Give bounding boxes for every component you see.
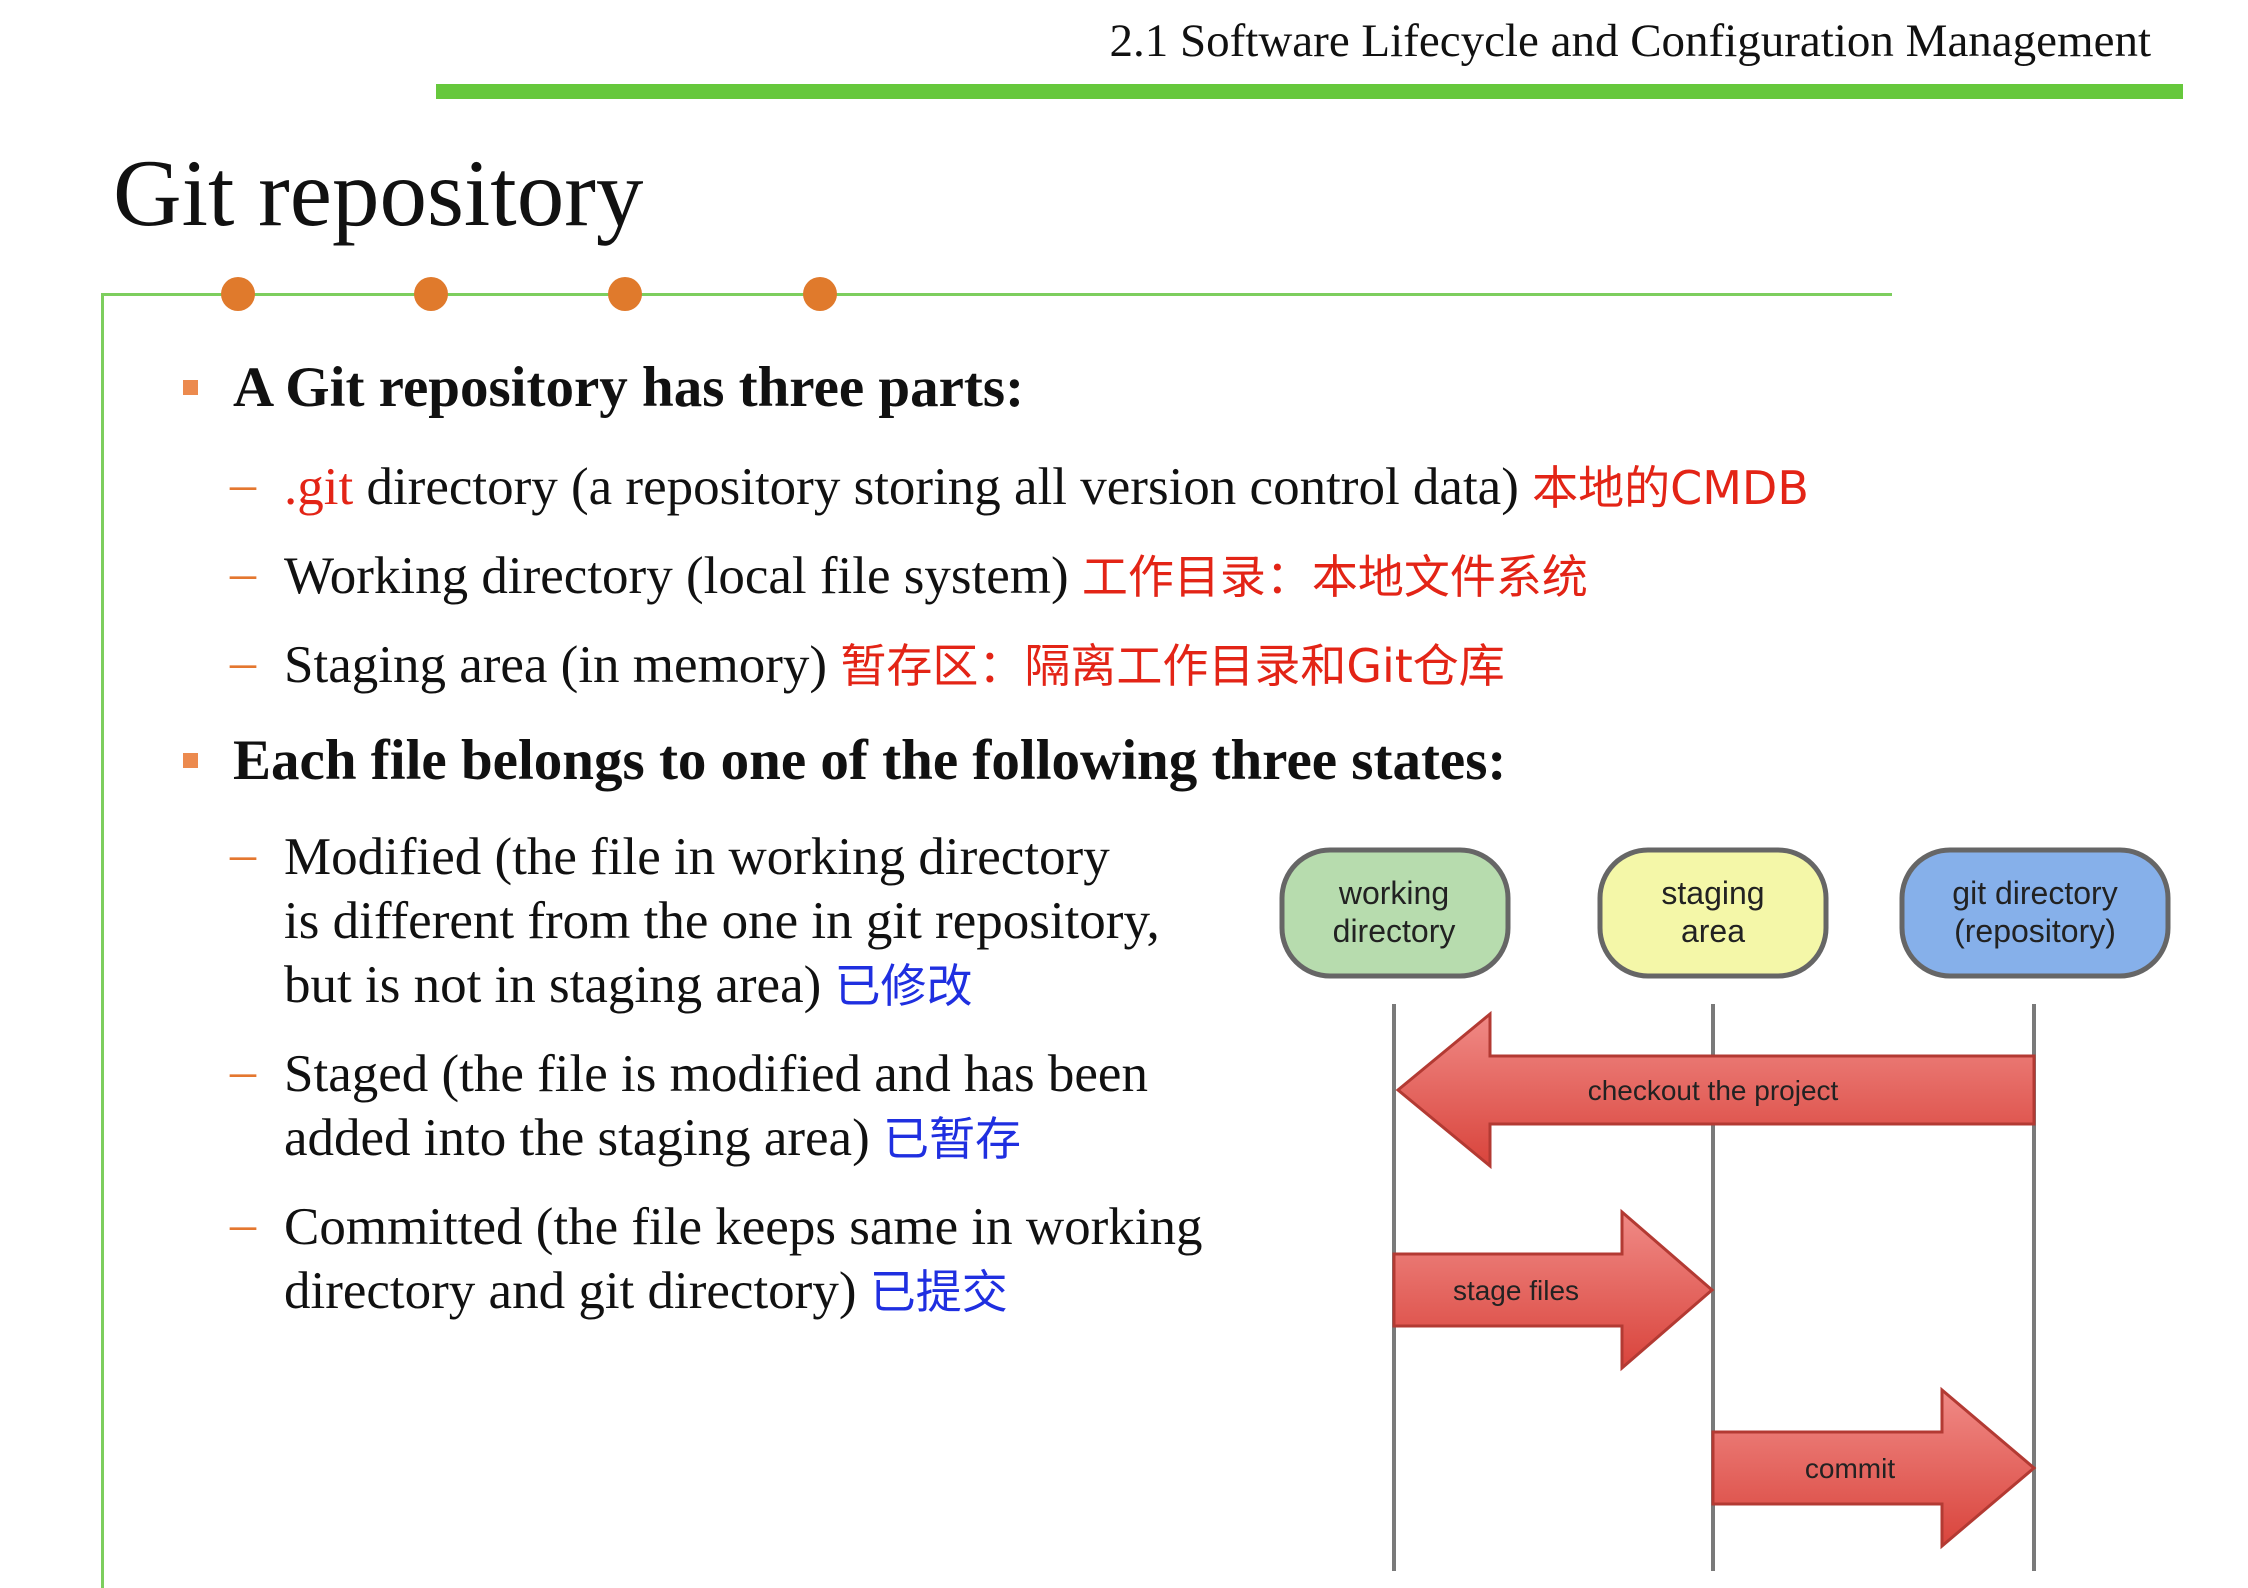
- list-item: Working directory (local file system) 工作…: [284, 544, 1588, 609]
- item-text: but is not in staging area): [284, 956, 835, 1014]
- decor-dot: [608, 277, 642, 311]
- arrow-checkout: checkout the project: [1395, 1010, 2036, 1170]
- item-text: Working directory (local file system): [284, 547, 1082, 605]
- git-states-diagram: working directory staging area git direc…: [1279, 847, 2171, 1571]
- slide-title: Git repository: [113, 140, 644, 246]
- item-text: directory and git directory): [284, 1262, 870, 1320]
- node-label: area: [1681, 913, 1745, 949]
- item-text: directory (a repository storing all vers…: [353, 458, 1533, 516]
- node-staging-area: staging area: [1597, 847, 1829, 979]
- left-border-line: [101, 293, 104, 1588]
- bullet-marker: [183, 753, 198, 768]
- chinese-note: 已暂存: [882, 1112, 1021, 1166]
- dash-marker: –: [230, 1043, 256, 1100]
- list-item: Committed (the file keeps same in workin…: [284, 1195, 1202, 1324]
- node-label: git directory: [1952, 875, 2117, 911]
- item-line: directory and git directory) 已提交: [284, 1259, 1202, 1324]
- chinese-note: 已提交: [869, 1265, 1008, 1319]
- arrow-label: stage files: [1453, 1275, 1579, 1306]
- header-accent-bar: [436, 84, 2183, 99]
- node-git-directory: git directory (repository): [1899, 847, 2171, 979]
- node-label: directory: [1333, 913, 1456, 949]
- bullet-marker: [183, 380, 198, 395]
- list-item: Staging area (in memory) 暂存区：隔离工作目录和Git仓…: [284, 633, 1505, 698]
- section-header: 2.1 Software Lifecycle and Configuration…: [1109, 15, 2151, 67]
- bullet-heading: Each file belongs to one of the followin…: [233, 729, 1507, 792]
- dash-marker: –: [230, 545, 256, 602]
- node-label: staging: [1661, 875, 1764, 911]
- node-working-directory: working directory: [1279, 847, 1511, 979]
- dash-marker: –: [230, 1196, 256, 1253]
- dash-marker: –: [230, 456, 256, 513]
- decor-dot: [803, 277, 837, 311]
- node-label: working: [1338, 875, 1449, 911]
- chinese-note: 已修改: [834, 959, 973, 1013]
- git-prefix: .git: [284, 458, 354, 516]
- chinese-note: 工作目录：本地文件系统: [1081, 550, 1588, 604]
- item-text: added into the staging area): [284, 1109, 883, 1167]
- item-line: Staged (the file is modified and has bee…: [284, 1045, 1148, 1103]
- node-label: (repository): [1954, 913, 2116, 949]
- decor-dot: [221, 277, 255, 311]
- item-line: but is not in staging area) 已修改: [284, 953, 1160, 1018]
- chinese-note: 暂存区：隔离工作目录和Git仓库: [840, 639, 1505, 693]
- dash-marker: –: [230, 634, 256, 691]
- decor-dot: [414, 277, 448, 311]
- list-item: Staged (the file is modified and has bee…: [284, 1042, 1148, 1171]
- list-item: Modified (the file in working directory …: [284, 825, 1160, 1018]
- list-item: .git directory (a repository storing all…: [284, 455, 1809, 520]
- arrow-commit: commit: [1711, 1386, 2037, 1550]
- bullet-heading: A Git repository has three parts:: [233, 356, 1025, 419]
- item-line: Committed (the file keeps same in workin…: [284, 1198, 1203, 1256]
- arrow-label: checkout the project: [1588, 1075, 1839, 1106]
- arrow-label: commit: [1805, 1453, 1895, 1484]
- item-line: Modified (the file in working directory: [284, 828, 1110, 886]
- item-line: is different from the one in git reposit…: [284, 892, 1160, 950]
- dash-marker: –: [230, 826, 256, 883]
- chinese-note: 本地的CMDB: [1532, 461, 1809, 515]
- title-underline: [101, 293, 1892, 296]
- item-line: added into the staging area) 已暂存: [284, 1106, 1148, 1171]
- arrow-stage-files: stage files: [1392, 1208, 1715, 1372]
- item-text: Staging area (in memory): [284, 636, 841, 694]
